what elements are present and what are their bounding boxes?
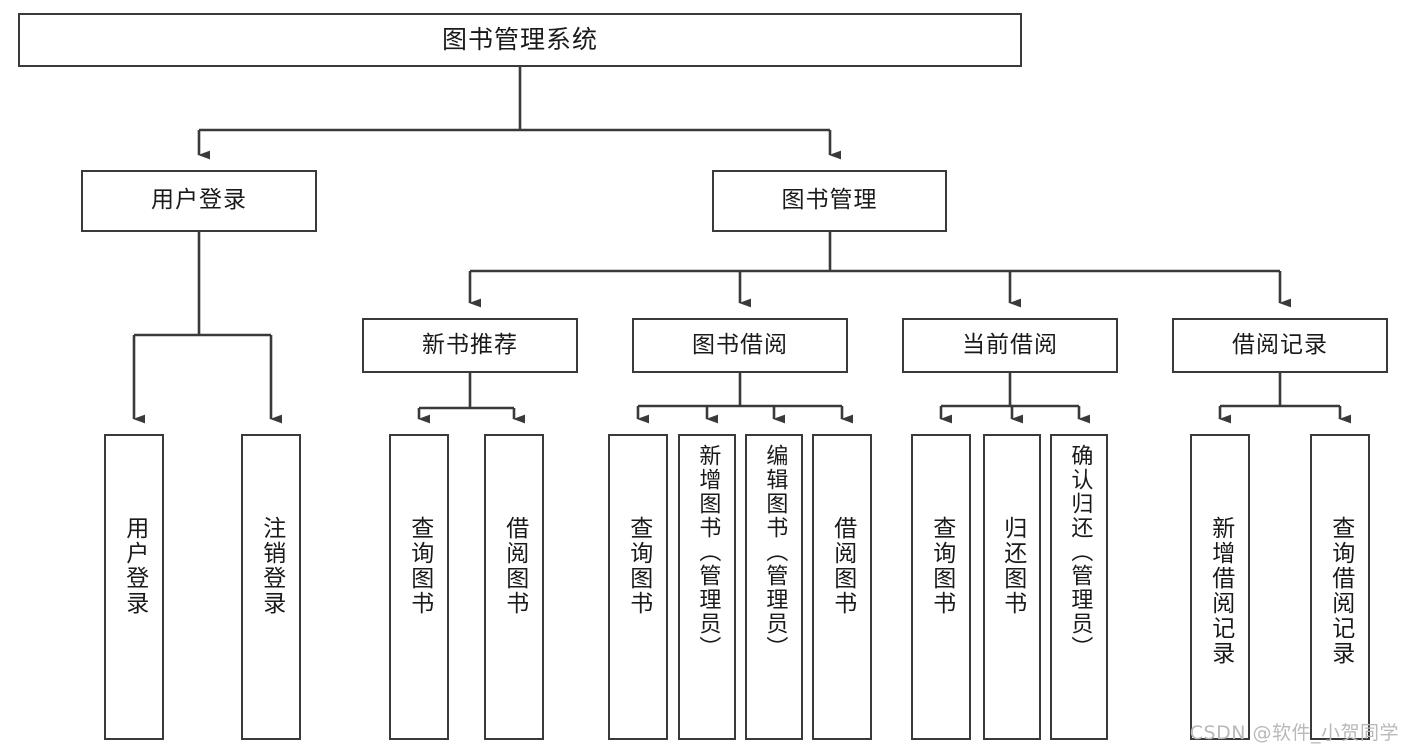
node-leaf-logout-label: 注销登录 [258, 516, 285, 616]
node-new-book-recommend[interactable]: 新书推荐 [362, 318, 578, 373]
node-book-borrow-label: 图书借阅 [692, 331, 788, 358]
node-book-manage-label: 图书管理 [781, 187, 878, 214]
node-current-borrow[interactable]: 当前借阅 [902, 318, 1118, 373]
node-leaf-return-book[interactable]: 归还图书 [983, 434, 1041, 740]
node-leaf-return-book-label: 归还图书 [999, 516, 1026, 616]
node-current-borrow-label: 当前借阅 [962, 331, 1058, 358]
node-root[interactable]: 图书管理系统 [18, 13, 1022, 67]
node-leaf-query-book-2-label: 查询图书 [625, 516, 652, 616]
node-leaf-add-borrow-record-label: 新增借阅记录 [1207, 516, 1234, 666]
node-book-manage[interactable]: 图书管理 [712, 170, 947, 232]
node-leaf-query-book-2[interactable]: 查询图书 [608, 434, 668, 740]
node-borrow-record[interactable]: 借阅记录 [1172, 318, 1388, 373]
node-leaf-borrow-book-2[interactable]: 借阅图书 [812, 434, 872, 740]
node-leaf-add-book-admin[interactable]: 新增图书（管理员） [678, 434, 736, 740]
node-leaf-logout[interactable]: 注销登录 [241, 434, 301, 740]
node-leaf-query-book-1-label: 查询图书 [406, 516, 433, 616]
node-leaf-borrow-book-2-label: 借阅图书 [829, 516, 856, 616]
node-leaf-query-borrow-record-label: 查询借阅记录 [1327, 516, 1354, 666]
node-leaf-add-book-admin-label: 新增图书（管理员） [695, 444, 721, 660]
node-user-login[interactable]: 用户登录 [81, 170, 317, 232]
node-leaf-add-borrow-record[interactable]: 新增借阅记录 [1190, 434, 1250, 740]
node-leaf-borrow-book-1-label: 借阅图书 [501, 516, 528, 616]
node-leaf-user-login-label: 用户登录 [121, 516, 148, 616]
node-leaf-confirm-return-admin[interactable]: 确认归还（管理员） [1050, 434, 1108, 740]
node-leaf-user-login[interactable]: 用户登录 [104, 434, 164, 740]
node-leaf-query-book-3-label: 查询图书 [928, 516, 955, 616]
node-leaf-query-book-1[interactable]: 查询图书 [389, 434, 449, 740]
node-leaf-edit-book-admin[interactable]: 编辑图书（管理员） [745, 434, 803, 740]
node-leaf-confirm-return-admin-label: 确认归还（管理员） [1067, 444, 1093, 660]
node-user-login-label: 用户登录 [151, 187, 247, 214]
node-borrow-record-label: 借阅记录 [1232, 331, 1328, 358]
node-root-label: 图书管理系统 [441, 25, 598, 55]
node-book-borrow[interactable]: 图书借阅 [632, 318, 848, 373]
node-leaf-query-borrow-record[interactable]: 查询借阅记录 [1310, 434, 1370, 740]
node-leaf-query-book-3[interactable]: 查询图书 [911, 434, 971, 740]
node-new-book-recommend-label: 新书推荐 [422, 331, 518, 358]
node-leaf-edit-book-admin-label: 编辑图书（管理员） [762, 444, 788, 660]
node-leaf-borrow-book-1[interactable]: 借阅图书 [484, 434, 544, 740]
csdn-watermark: CSDN @软件_小贺同学 [1189, 722, 1399, 744]
